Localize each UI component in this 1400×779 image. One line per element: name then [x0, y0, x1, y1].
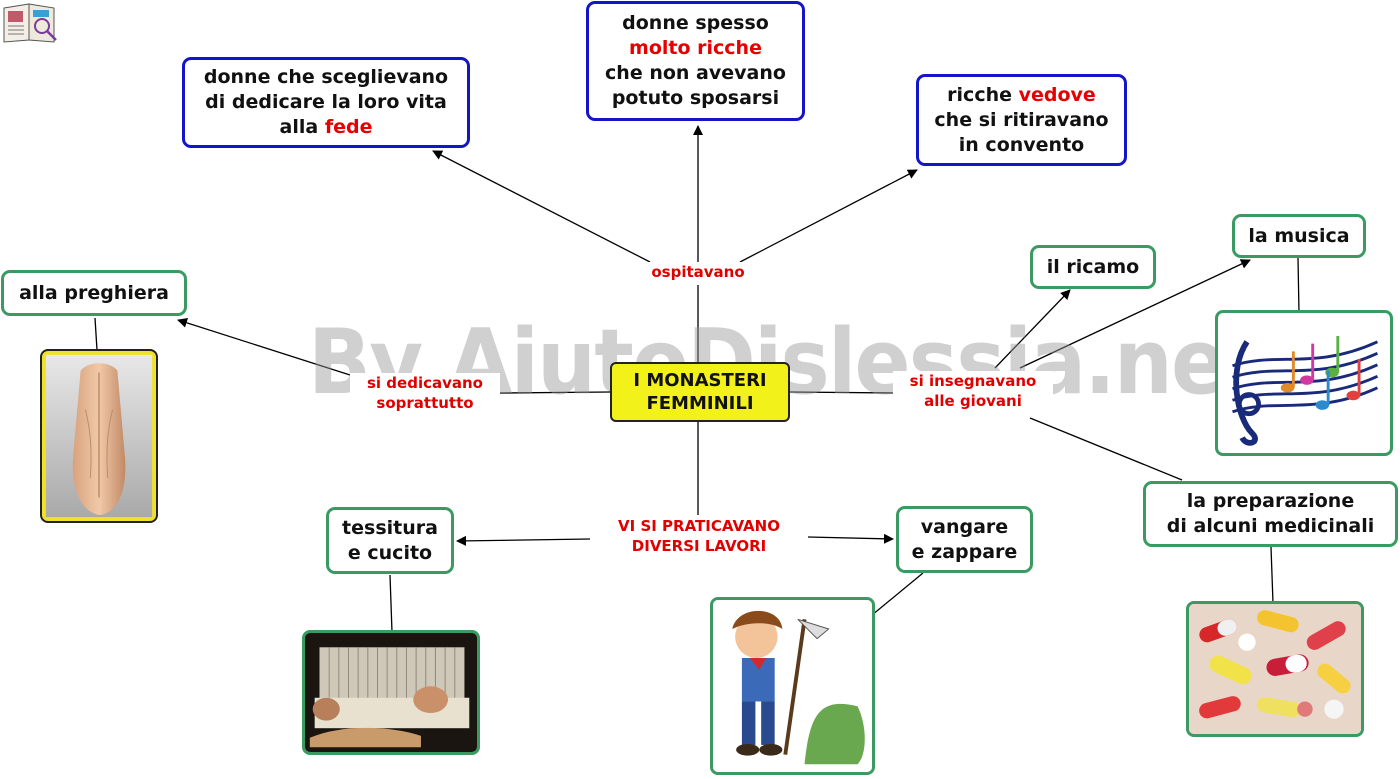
node-tessitura-line1: tessitura	[342, 516, 438, 539]
node-fede-line2: di dedicare la loro vita	[205, 91, 447, 113]
link-si-dedicavano-line2: soprattutto	[376, 394, 474, 412]
node-vangare[interactable]: vangare e zappare	[896, 506, 1033, 573]
node-vedove-line1: ricche vedove	[934, 83, 1108, 108]
node-fede-line3-text: alla	[279, 116, 325, 138]
link-si-dedicavano: si dedicavano soprattutto	[350, 373, 500, 413]
node-vedove-line3: in convento	[958, 133, 1085, 156]
node-musica-label: la musica	[1248, 224, 1350, 247]
center-title-line1: I MONASTERI	[633, 370, 767, 391]
center-title-line2: FEMMINILI	[646, 393, 754, 414]
node-vangare-line1: vangare	[920, 515, 1009, 538]
link-si-insegnavano: si insegnavano alle giovani	[893, 371, 1053, 411]
node-musica[interactable]: la musica	[1232, 214, 1366, 258]
node-vedove[interactable]: ricche vedove che si ritiravano in conve…	[916, 74, 1127, 166]
medicine-pills-image	[1186, 601, 1364, 737]
node-fede-line1: donne che sceglievano	[203, 66, 449, 88]
center-node[interactable]: I MONASTERI FEMMINILI	[610, 362, 790, 422]
node-preghiera-label: alla preghiera	[19, 281, 169, 304]
link-si-insegnavano-line2: alle giovani	[924, 392, 1022, 410]
node-fede-highlight: fede	[324, 116, 373, 138]
node-vedove-line2: che si ritiravano	[934, 108, 1109, 131]
node-medicinali-line2: di alcuni medicinali	[1166, 515, 1375, 537]
node-ricche-line3: che non avevano	[605, 62, 786, 84]
link-ospitavano: ospitavano	[636, 262, 760, 282]
link-si-insegnavano-line1: si insegnavano	[909, 372, 1037, 390]
link-si-dedicavano-line1: si dedicavano	[367, 374, 483, 392]
node-vedove-line1-text: ricche	[947, 83, 1019, 106]
node-medicinali[interactable]: la preparazione di alcuni medicinali	[1143, 481, 1398, 547]
node-medicinali-line1: la preparazione	[1186, 490, 1355, 512]
node-tessitura[interactable]: tessitura e cucito	[326, 507, 454, 574]
node-fede[interactable]: donne che sceglievano di dedicare la lor…	[182, 57, 470, 148]
link-lavori-line2: DIVERSI LAVORI	[631, 537, 767, 555]
music-notes-image	[1215, 310, 1393, 456]
link-lavori: VI SI PRATICAVANO DIVERSI LAVORI	[590, 516, 808, 556]
node-ricamo-label: il ricamo	[1046, 255, 1140, 278]
node-tessitura-line2: e cucito	[347, 541, 433, 564]
node-ricche-highlight: molto ricche	[629, 37, 762, 59]
node-ricche-line1: donne spesso	[622, 12, 769, 34]
farmer-with-hoe-image	[710, 597, 875, 775]
node-fede-line3: alla fede	[204, 115, 448, 140]
node-vedove-highlight: vedove	[1018, 83, 1096, 106]
book-icon[interactable]	[2, 2, 58, 44]
node-ricamo[interactable]: il ricamo	[1030, 245, 1156, 289]
node-vangare-line2: e zappare	[911, 540, 1018, 563]
node-ricche[interactable]: donne spesso molto ricche che non avevan…	[586, 1, 805, 121]
praying-hands-image	[40, 349, 158, 523]
link-lavori-line1: VI SI PRATICAVANO	[618, 517, 780, 535]
node-preghiera[interactable]: alla preghiera	[1, 270, 187, 316]
weaving-loom-image	[302, 630, 480, 755]
node-ricche-line4: potuto sposarsi	[611, 87, 780, 109]
